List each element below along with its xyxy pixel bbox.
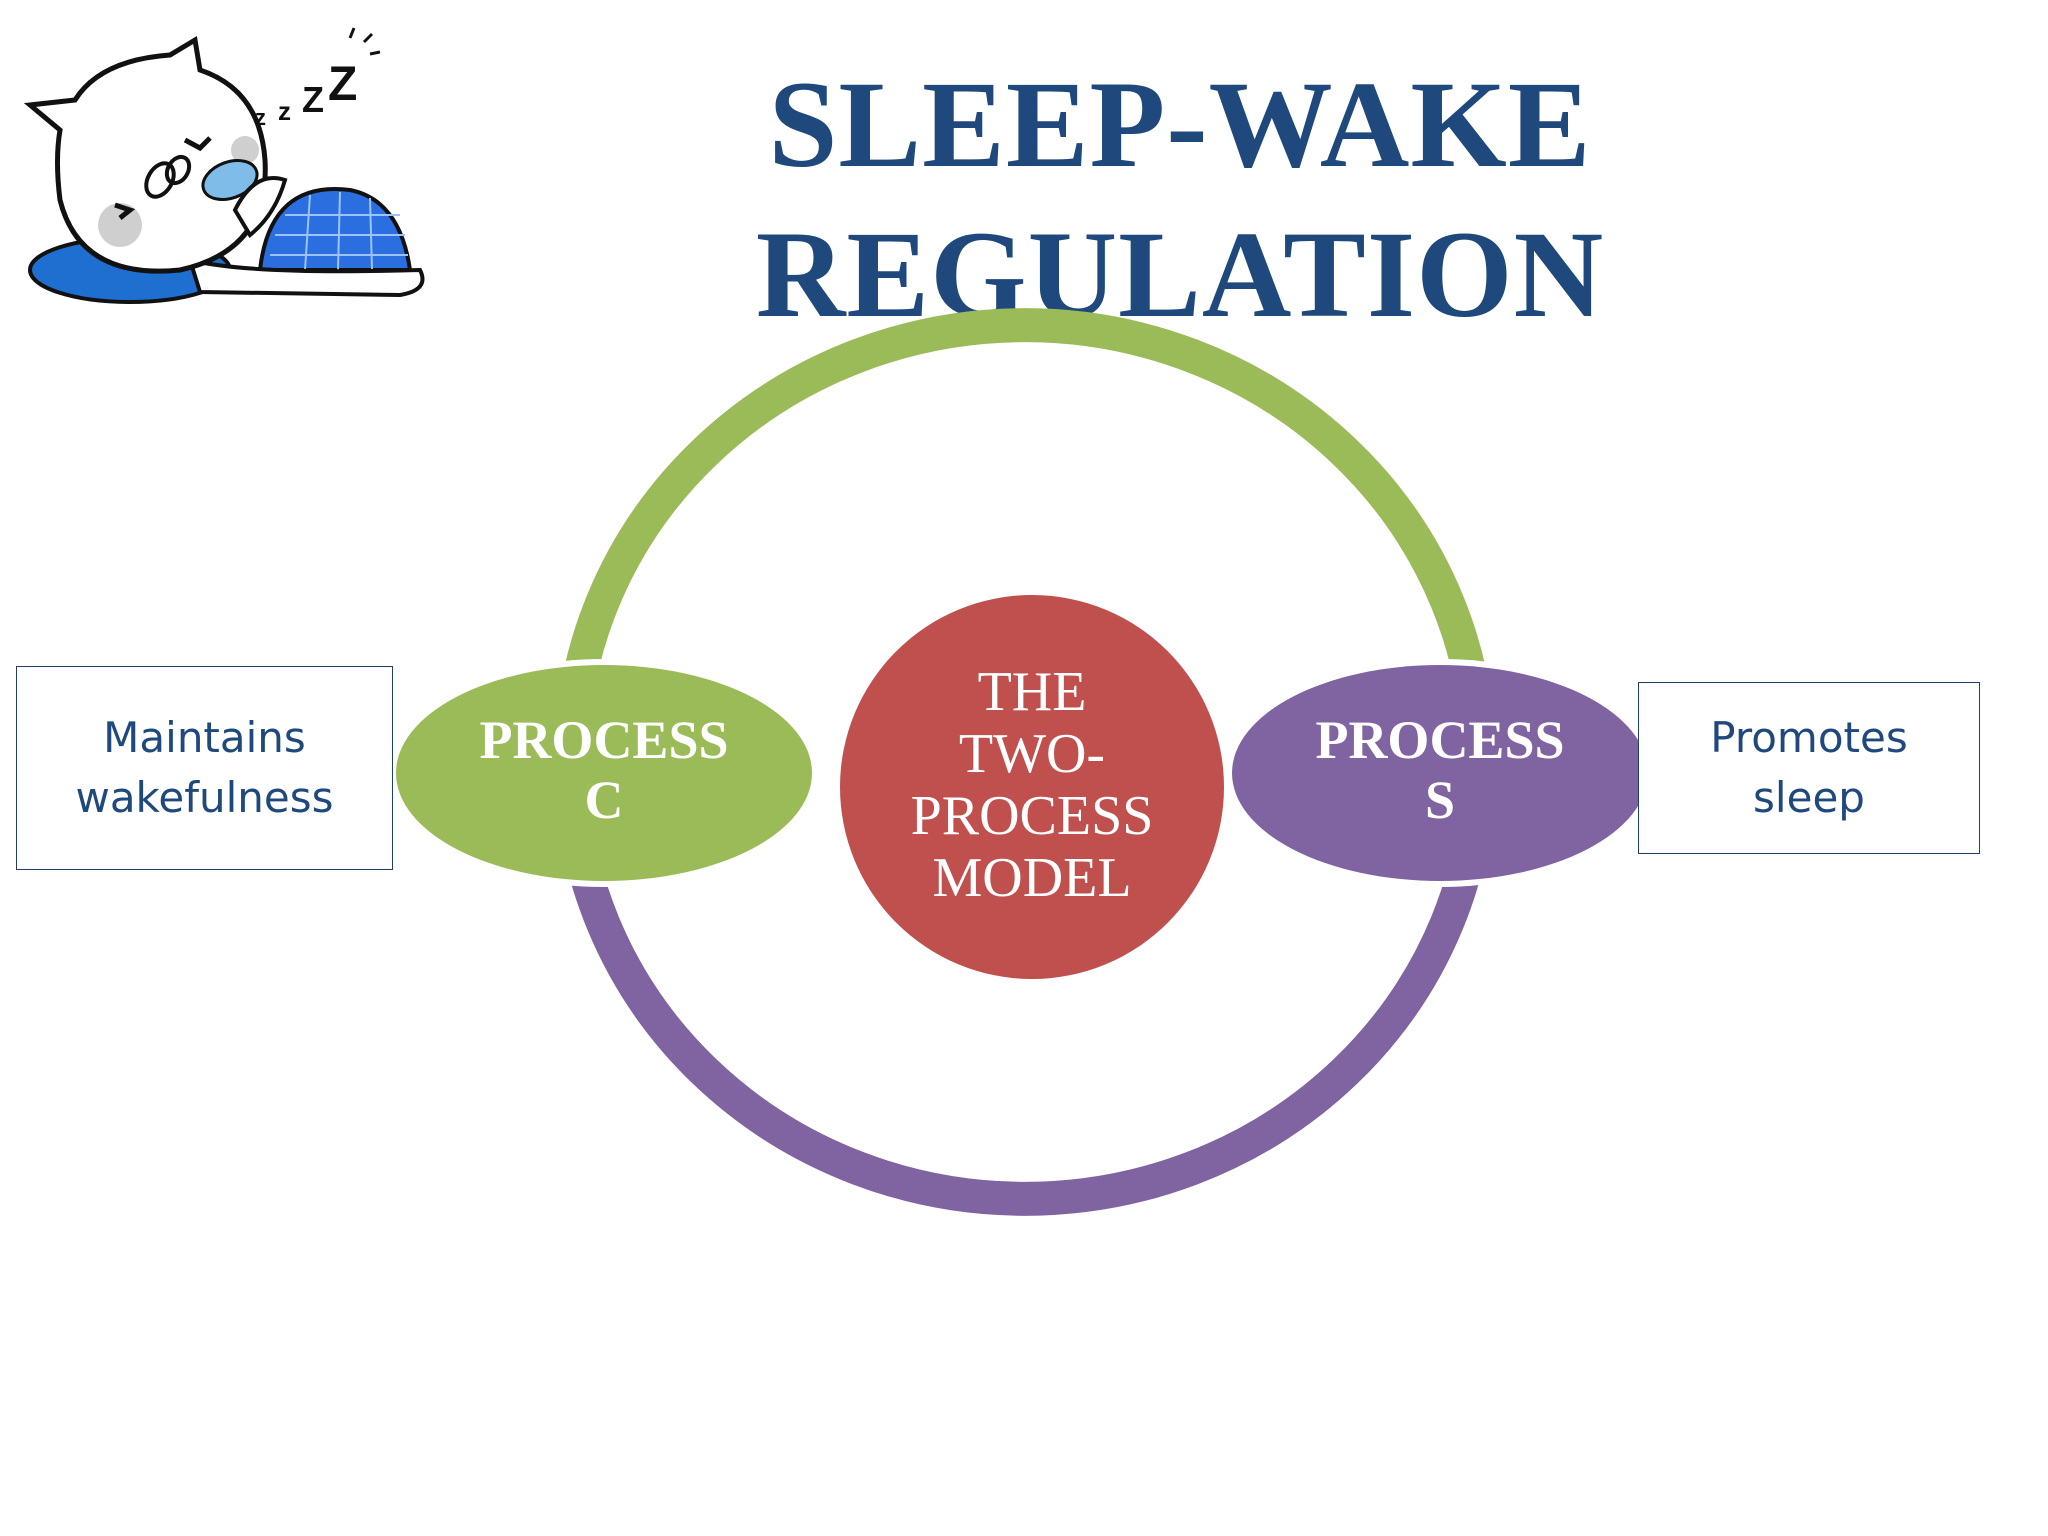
- right-box-line-2: sleep: [1753, 773, 1865, 822]
- left-box-line-1: Maintains: [103, 713, 306, 762]
- process-s-node: PROCESS S: [1226, 659, 1654, 887]
- zzz-3: Z: [302, 79, 324, 120]
- title-line-1: SLEEP-WAKE: [768, 56, 1592, 193]
- ring-bottom-arc: [554, 761, 1496, 1216]
- zzz-1: z: [255, 105, 266, 130]
- process-c-line-1: PROCESS: [479, 710, 728, 770]
- zzz-4: Z: [328, 58, 357, 111]
- process-s-line-2: S: [1425, 770, 1455, 830]
- wakefulness-box: Maintains wakefulness: [16, 666, 393, 870]
- center-line-1: THE: [978, 661, 1087, 723]
- ring-top-arc: [554, 308, 1496, 763]
- sleeping-cat-icon: z z Z Z: [23, 27, 425, 304]
- left-box-line-2: wakefulness: [75, 773, 334, 822]
- process-c-node: PROCESS C: [390, 659, 818, 887]
- center-line-3: PROCESS: [911, 785, 1154, 847]
- right-box-line-1: Promotes: [1710, 713, 1908, 762]
- center-line-4: MODEL: [932, 847, 1131, 909]
- center-line-2: TWO-: [959, 723, 1105, 785]
- center-node: THE TWO- PROCESS MODEL: [840, 595, 1224, 979]
- process-c-line-2: C: [585, 770, 624, 830]
- process-s-line-1: PROCESS: [1315, 710, 1564, 770]
- zzz-2: z: [278, 96, 291, 126]
- title-line-2: REGULATION: [755, 206, 1605, 343]
- page-title: SLEEP-WAKE REGULATION: [700, 50, 1660, 350]
- sleep-box: Promotes sleep: [1638, 682, 1980, 854]
